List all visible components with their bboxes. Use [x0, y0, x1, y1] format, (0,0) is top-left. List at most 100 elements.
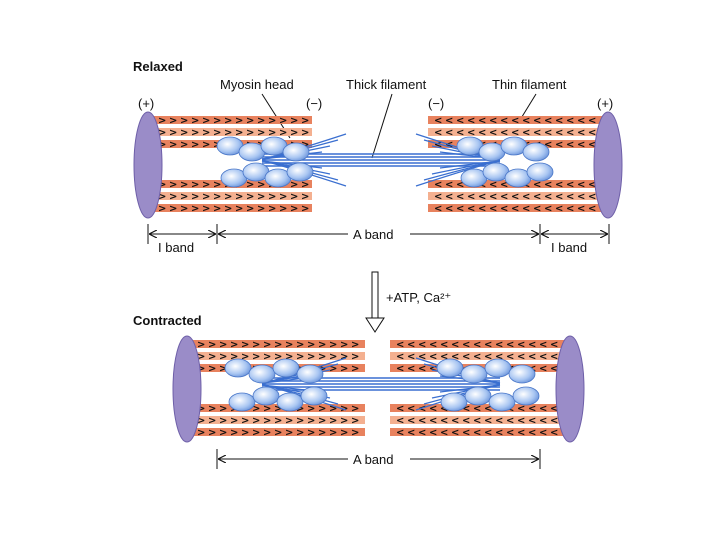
polarity-chevron: <: [539, 352, 547, 363]
thin-filament-left: [148, 192, 312, 200]
polarity-chevron: >: [290, 192, 298, 203]
polarity-chevron: <: [506, 352, 514, 363]
polarity-chevron: >: [191, 128, 199, 139]
polarity-chevron: <: [500, 116, 508, 127]
contracted-a-band-label: A band: [353, 452, 394, 467]
polarity-chevron: >: [246, 128, 254, 139]
polarity-chevron: >: [301, 140, 309, 151]
polarity-chevron: >: [268, 116, 276, 127]
polarity-chevron: >: [197, 340, 205, 351]
polarity-chevron: >: [329, 416, 337, 427]
thin-filament-left: [187, 352, 365, 360]
polarity-chevron: >: [329, 364, 337, 375]
polarity-chevron: >: [268, 128, 276, 139]
polarity-chevron: <: [511, 192, 519, 203]
polarity-chevron: <: [500, 180, 508, 191]
polarity-chevron: <: [506, 428, 514, 439]
myosin-head: [224, 358, 252, 378]
polarity-chevron: >: [307, 404, 315, 415]
plus-end-right-label: (+): [597, 96, 613, 111]
myosin-head-label: Myosin head: [220, 77, 294, 92]
polarity-chevron: >: [208, 428, 216, 439]
polarity-chevron: <: [566, 192, 574, 203]
polarity-chevron: <: [555, 192, 563, 203]
polarity-chevron: >: [180, 192, 188, 203]
polarity-chevron: <: [407, 404, 415, 415]
polarity-chevron: >: [191, 140, 199, 151]
polarity-chevron: <: [407, 340, 415, 351]
polarity-chevron: >: [169, 116, 177, 127]
myosin-head: [512, 386, 540, 406]
polarity-chevron: <: [517, 416, 525, 427]
polarity-chevron: <: [550, 416, 558, 427]
polarity-chevron: <: [550, 352, 558, 363]
z-disk-right: [593, 111, 623, 219]
polarity-chevron: <: [528, 404, 536, 415]
polarity-chevron: >: [224, 204, 232, 215]
polarity-chevron: <: [539, 428, 547, 439]
polarity-chevron: <: [445, 128, 453, 139]
polarity-chevron: >: [274, 340, 282, 351]
thick-filament-tail: [415, 160, 501, 187]
polarity-chevron: <: [489, 180, 497, 191]
polarity-chevron: <: [434, 116, 442, 127]
polarity-chevron: >: [241, 340, 249, 351]
polarity-chevron: >: [307, 428, 315, 439]
polarity-chevron: >: [296, 428, 304, 439]
polarity-chevron: <: [434, 128, 442, 139]
plus-end-left-label: (+): [138, 96, 154, 111]
polarity-chevron: >: [169, 180, 177, 191]
polarity-chevron: >: [246, 192, 254, 203]
thin-filament-left: [187, 428, 365, 436]
polarity-chevron: >: [235, 128, 243, 139]
polarity-chevron: <: [445, 192, 453, 203]
polarity-chevron: <: [407, 428, 415, 439]
polarity-chevron: <: [451, 340, 459, 351]
polarity-chevron: >: [296, 352, 304, 363]
polarity-chevron: <: [495, 416, 503, 427]
polarity-chevron: >: [219, 340, 227, 351]
polarity-chevron: <: [517, 340, 525, 351]
polarity-chevron: <: [588, 204, 596, 215]
polarity-chevron: <: [533, 192, 541, 203]
polarity-chevron: >: [318, 416, 326, 427]
thin-filament-left: [187, 404, 365, 412]
polarity-chevron: >: [307, 416, 315, 427]
polarity-chevron: >: [257, 116, 265, 127]
polarity-chevron: <: [434, 140, 442, 151]
polarity-chevron: <: [484, 404, 492, 415]
polarity-chevron: >: [279, 192, 287, 203]
polarity-chevron: <: [544, 180, 552, 191]
polarity-chevron: >: [257, 180, 265, 191]
polarity-chevron: <: [544, 204, 552, 215]
polarity-chevron: >: [285, 416, 293, 427]
relaxed-panel: Relaxed Myosin head Thick filament Thin …: [133, 59, 623, 255]
polarity-chevron: <: [577, 116, 585, 127]
thin-filament-right: [390, 428, 570, 436]
polarity-chevron: >: [290, 180, 298, 191]
polarity-chevron: <: [577, 204, 585, 215]
polarity-chevron: <: [429, 428, 437, 439]
polarity-chevron: >: [279, 204, 287, 215]
polarity-chevron: >: [268, 192, 276, 203]
polarity-chevron: >: [202, 204, 210, 215]
polarity-chevron: <: [522, 204, 530, 215]
polarity-chevron: <: [396, 340, 404, 351]
polarity-chevron: >: [263, 416, 271, 427]
polarity-chevron: >: [202, 192, 210, 203]
thick-filament-leader: [371, 93, 393, 159]
polarity-chevron: >: [213, 192, 221, 203]
polarity-chevron: <: [566, 140, 574, 151]
polarity-chevron: >: [318, 340, 326, 351]
polarity-chevron: >: [246, 204, 254, 215]
polarity-chevron: <: [467, 192, 475, 203]
polarity-chevron: <: [473, 340, 481, 351]
polarity-chevron: >: [301, 180, 309, 191]
polarity-chevron: <: [495, 340, 503, 351]
polarity-chevron: <: [500, 128, 508, 139]
polarity-chevron: <: [500, 192, 508, 203]
polarity-chevron: >: [340, 352, 348, 363]
polarity-chevron: >: [263, 352, 271, 363]
polarity-chevron: <: [550, 364, 558, 375]
polarity-chevron: <: [522, 128, 530, 139]
